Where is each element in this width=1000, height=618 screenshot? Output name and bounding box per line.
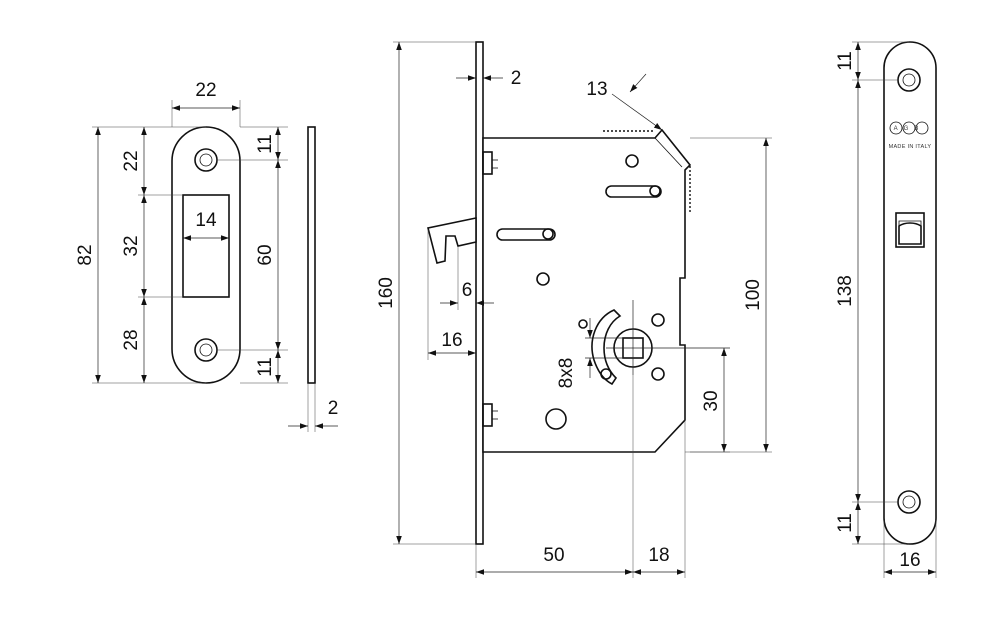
lock-upper-slot: [605, 185, 662, 198]
strike-plate-side-profile: [307, 126, 316, 384]
lock-body-view: 160 2 13 100 30 6 16 8x8: [376, 41, 772, 578]
lock-case-outline: [482, 128, 692, 453]
lock-middle-slot: [496, 228, 556, 241]
lock-cam-arc: [591, 309, 622, 386]
strike-top-screw-hole: [194, 148, 218, 172]
strike-plate-view: 22 82 22 32 28 14 11 60 11 2: [75, 80, 338, 432]
strike-hole-offset-top-label: 11: [255, 134, 276, 154]
lock-backset-label: 50: [543, 545, 564, 566]
lock-faceplate: [475, 41, 484, 545]
lock-spindle-offset-label: 30: [701, 390, 722, 411]
lock-top-screw: [482, 151, 493, 175]
lock-faceplate-height-label: 160: [376, 277, 397, 309]
lock-latch-angle-label: 13: [586, 79, 607, 100]
lock-hole-5: [545, 408, 567, 430]
made-in-text: MADE IN ITALY: [889, 144, 932, 150]
strike-bottom-segment-label: 28: [121, 329, 142, 350]
strike-plate-outline: [171, 126, 241, 384]
faceplate-bottom-screw-hole: [897, 490, 921, 514]
strike-hole-offset-bottom-label: 11: [255, 357, 276, 377]
strike-top-segment-label: 22: [121, 150, 142, 171]
faceplate-top-screw-hole: [897, 68, 921, 92]
faceplate-front-view: AGB MADE IN ITALY 11 138 11 16: [835, 41, 937, 578]
lock-latch-projection-label: 6: [462, 280, 473, 301]
strike-bottom-screw-hole: [194, 338, 218, 362]
strike-middle-segment-label: 32: [121, 235, 142, 256]
brand-logo: AGB: [889, 121, 929, 135]
lock-hole-3: [651, 313, 665, 327]
lock-bottom-screw: [482, 403, 493, 427]
strike-thickness-label: 2: [328, 398, 339, 419]
faceplate-hole-offset-top-label: 11: [835, 51, 856, 71]
lock-hook-bolt: [427, 217, 477, 264]
faceplate-width-label: 16: [899, 550, 920, 571]
lock-hole-2: [536, 272, 550, 286]
strike-height-label: 82: [75, 244, 96, 265]
faceplate-hole-spacing-label: 138: [835, 275, 856, 307]
lock-faceplate-thickness-label: 2: [511, 68, 522, 89]
lock-spindle-size-label: 8x8: [556, 358, 577, 389]
faceplate-latch-opening: [895, 212, 925, 248]
faceplate-hole-offset-bottom-label: 11: [835, 513, 856, 533]
strike-hole-spacing-label: 60: [255, 244, 276, 265]
faceplate-outline: [883, 41, 937, 545]
lock-spindle-to-edge-label: 18: [648, 545, 669, 566]
lock-hook-projection-label: 16: [441, 330, 462, 351]
lock-hole-1: [625, 154, 639, 168]
lock-body-height-label: 100: [743, 279, 764, 311]
strike-latch-opening: [182, 194, 230, 298]
brand-text: AGB: [894, 126, 925, 132]
lock-hole-4: [651, 367, 665, 381]
strike-width-label: 22: [195, 80, 216, 101]
strike-opening-width-label: 14: [195, 210, 217, 231]
